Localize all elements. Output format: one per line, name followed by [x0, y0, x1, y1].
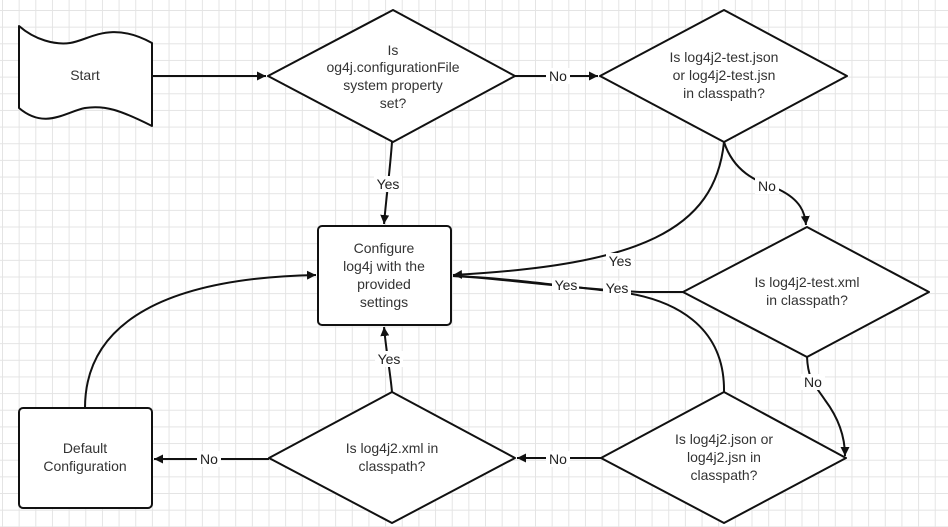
- svg-text:No: No: [804, 374, 822, 390]
- edge-default-to-configure: [84, 270, 317, 409]
- svg-text:Configure: Configure: [354, 240, 415, 256]
- svg-text:Configuration: Configuration: [43, 458, 126, 474]
- process-box: [317, 225, 452, 326]
- edge-label-yes-1: Yes: [374, 176, 402, 192]
- svg-text:classpath?: classpath?: [359, 458, 426, 474]
- svg-text:classpath?: classpath?: [691, 467, 758, 483]
- svg-text:Is log4j2-test.json: Is log4j2-test.json: [670, 49, 779, 65]
- edge-test-json-yes: [452, 141, 725, 280]
- node-test-xml-decision[interactable]: Is log4j2-test.xml in classpath?: [682, 226, 930, 358]
- edge-label-no-2: No: [755, 178, 779, 194]
- svg-text:No: No: [549, 68, 567, 84]
- decision-diamond: [268, 391, 516, 524]
- edge-label-yes-2: Yes: [606, 253, 634, 269]
- edge-label-no-1: No: [546, 68, 570, 84]
- svg-text:log4j2.jsn in: log4j2.jsn in: [687, 449, 761, 465]
- svg-text:Yes: Yes: [606, 280, 629, 296]
- edge-label-no-3: No: [801, 374, 825, 390]
- svg-text:og4j.configurationFile: og4j.configurationFile: [326, 59, 459, 75]
- svg-text:in classpath?: in classpath?: [683, 85, 765, 101]
- svg-text:system property: system property: [343, 77, 443, 93]
- svg-text:Yes: Yes: [378, 351, 401, 367]
- edge-label-yes-4: Yes: [603, 280, 631, 296]
- svg-text:or log4j2-test.jsn: or log4j2-test.jsn: [673, 67, 776, 83]
- svg-text:Yes: Yes: [377, 176, 400, 192]
- edge-label-yes-5: Yes: [375, 351, 403, 367]
- node-xml-decision[interactable]: Is log4j2.xml in classpath?: [268, 391, 516, 524]
- edge-labels: No Yes No Yes Yes Yes No No: [197, 68, 825, 467]
- start-shape: [18, 25, 153, 127]
- edge-test-json-no: [723, 141, 810, 226]
- svg-text:set?: set?: [380, 95, 407, 111]
- svg-text:Is log4j2.xml in: Is log4j2.xml in: [346, 440, 439, 456]
- node-json-decision[interactable]: Is log4j2.json or log4j2.jsn in classpat…: [600, 391, 847, 524]
- edge-test-xml-no: [806, 356, 850, 457]
- svg-text:No: No: [549, 451, 567, 467]
- node-configure[interactable]: Configure log4j with the provided settin…: [317, 225, 452, 326]
- svg-text:Default: Default: [63, 440, 107, 456]
- edge-label-no-4: No: [546, 451, 570, 467]
- svg-text:in classpath?: in classpath?: [766, 292, 848, 308]
- edge-label-no-5: No: [197, 451, 221, 467]
- edge-label-yes-3: Yes: [552, 277, 579, 293]
- decision-diamond: [599, 9, 848, 143]
- decision-diamond: [267, 9, 516, 143]
- svg-text:Is log4j2-test.xml: Is log4j2-test.xml: [754, 274, 859, 290]
- svg-text:No: No: [758, 178, 776, 194]
- decision-diamond: [682, 226, 930, 358]
- svg-text:Is: Is: [388, 42, 399, 58]
- node-config-prop-decision[interactable]: Is og4j.configurationFile system propert…: [267, 9, 516, 143]
- node-test-json-decision[interactable]: Is log4j2-test.json or log4j2-test.jsn i…: [599, 9, 848, 143]
- svg-text:Yes: Yes: [609, 253, 632, 269]
- process-box: [18, 407, 153, 509]
- svg-text:log4j with the: log4j with the: [343, 258, 425, 274]
- svg-text:settings: settings: [360, 294, 408, 310]
- svg-text:provided: provided: [357, 276, 411, 292]
- node-start[interactable]: Start: [18, 25, 153, 127]
- svg-text:No: No: [200, 451, 218, 467]
- node-default-configuration[interactable]: Default Configuration: [18, 407, 153, 509]
- edge-json-yes: [452, 275, 726, 393]
- svg-text:Start: Start: [70, 67, 100, 83]
- svg-text:Yes: Yes: [555, 277, 578, 293]
- svg-text:Is log4j2.json or: Is log4j2.json or: [675, 431, 773, 447]
- decision-diamond: [600, 391, 847, 524]
